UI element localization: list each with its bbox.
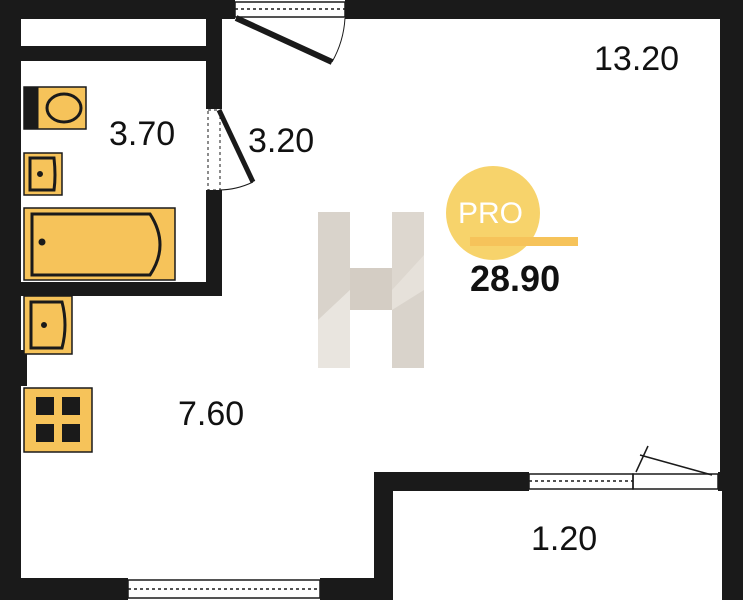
stove-icon [23,387,93,453]
toilet-icon [23,86,87,130]
windows [127,1,634,599]
kitchen-area-label: 7.60 [178,395,245,433]
hallway-area-label: 3.20 [248,122,315,160]
bathroom-sink-icon [23,152,63,196]
balcony-area-label: 1.20 [531,520,598,558]
kitchen-sink-icon [23,295,73,355]
fixtures [23,86,176,453]
living-room-area-label: 13.20 [594,40,680,78]
pro-badge [446,166,578,260]
watermark-logo [318,212,424,368]
bathroom-area-label: 3.70 [109,115,176,153]
doors [207,15,719,490]
total-area-label: 28.90 [470,258,561,299]
pro-badge-text: PRO [458,197,524,230]
bathtub-icon [23,207,176,281]
